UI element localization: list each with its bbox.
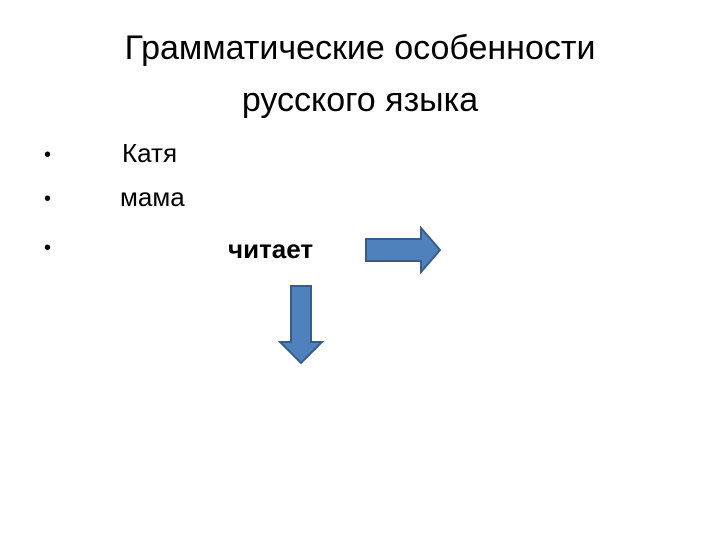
list-item-chitaet: читает (228, 234, 314, 264)
right-arrow-shape (365, 226, 442, 274)
right-arrow-icon (365, 226, 442, 274)
slide-title: Грамматические особенности русского язык… (60, 22, 660, 126)
slide-title-line-2: русского языка (241, 81, 479, 119)
bullet-marker-1: • (44, 144, 52, 166)
down-arrow-icon (278, 285, 324, 365)
list-item-katya: Катя (122, 138, 178, 168)
bullet-marker-3: • (44, 237, 52, 259)
bullet-marker-2: • (44, 188, 52, 210)
list-item-mama: мама (120, 182, 185, 212)
down-arrow-shape (278, 285, 324, 365)
slide-title-line-1: Грамматические особенности (124, 29, 596, 67)
